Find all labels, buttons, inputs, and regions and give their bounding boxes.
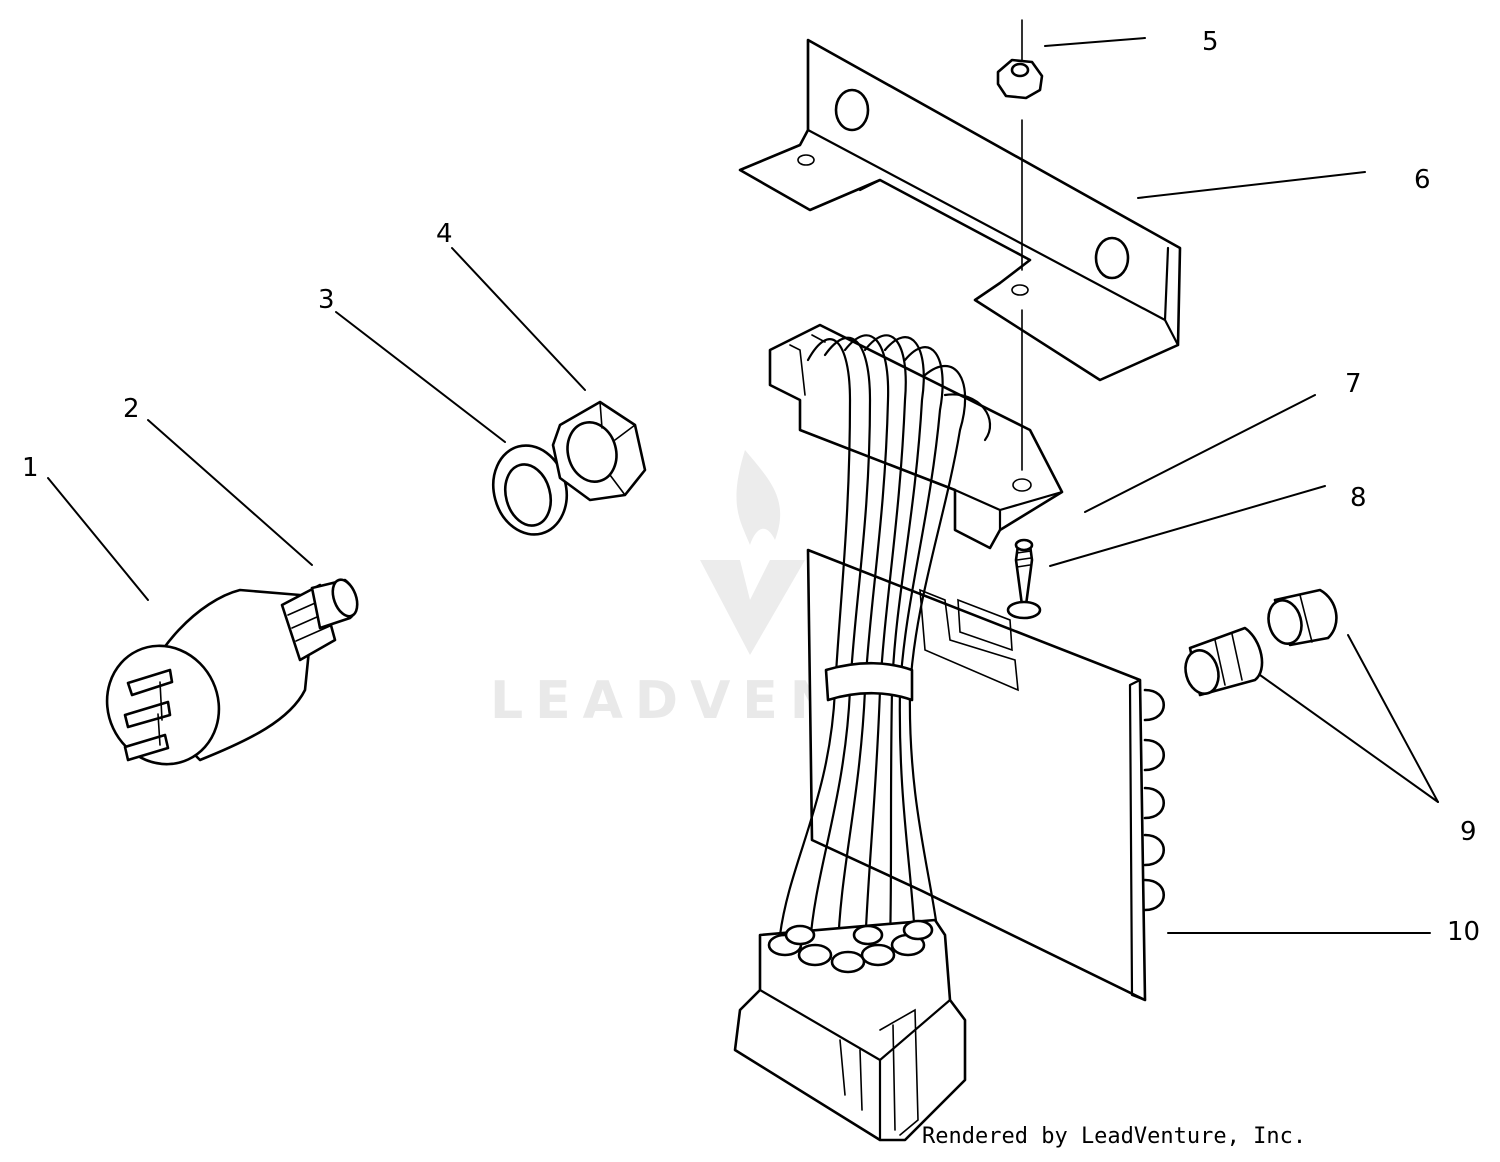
callout-5: 5 — [1202, 27, 1219, 57]
cable-tie — [824, 661, 914, 702]
callout-8: 8 — [1350, 483, 1367, 513]
screw — [1006, 538, 1042, 620]
wire-bundle — [778, 334, 992, 952]
callout-3: 3 — [318, 285, 335, 315]
callout-4: 4 — [436, 219, 453, 249]
switch-body — [105, 588, 312, 766]
lens-caps — [1184, 588, 1338, 697]
callout-labels: 1 2 3 4 5 6 7 8 9 10 — [22, 27, 1480, 947]
mounting-bracket — [738, 38, 1182, 382]
render-credit: Rendered by LeadVenture, Inc. — [922, 1124, 1307, 1149]
callout-10: 10 — [1447, 917, 1480, 947]
callout-6: 6 — [1414, 165, 1431, 195]
callout-9: 9 — [1460, 817, 1477, 847]
callout-2: 2 — [123, 394, 140, 424]
led-row — [1143, 688, 1165, 912]
circuit-board — [806, 548, 1165, 1002]
threaded-stem — [280, 578, 359, 662]
small-nut — [996, 58, 1044, 100]
leader-lines — [47, 37, 1439, 934]
callout-1: 1 — [22, 453, 39, 483]
callout-7: 7 — [1345, 369, 1362, 399]
wiring-harness — [733, 323, 1064, 1142]
leadventure-flame-logo-icon — [700, 450, 805, 655]
hex-nut — [551, 400, 647, 502]
harness-plug — [733, 918, 967, 1142]
